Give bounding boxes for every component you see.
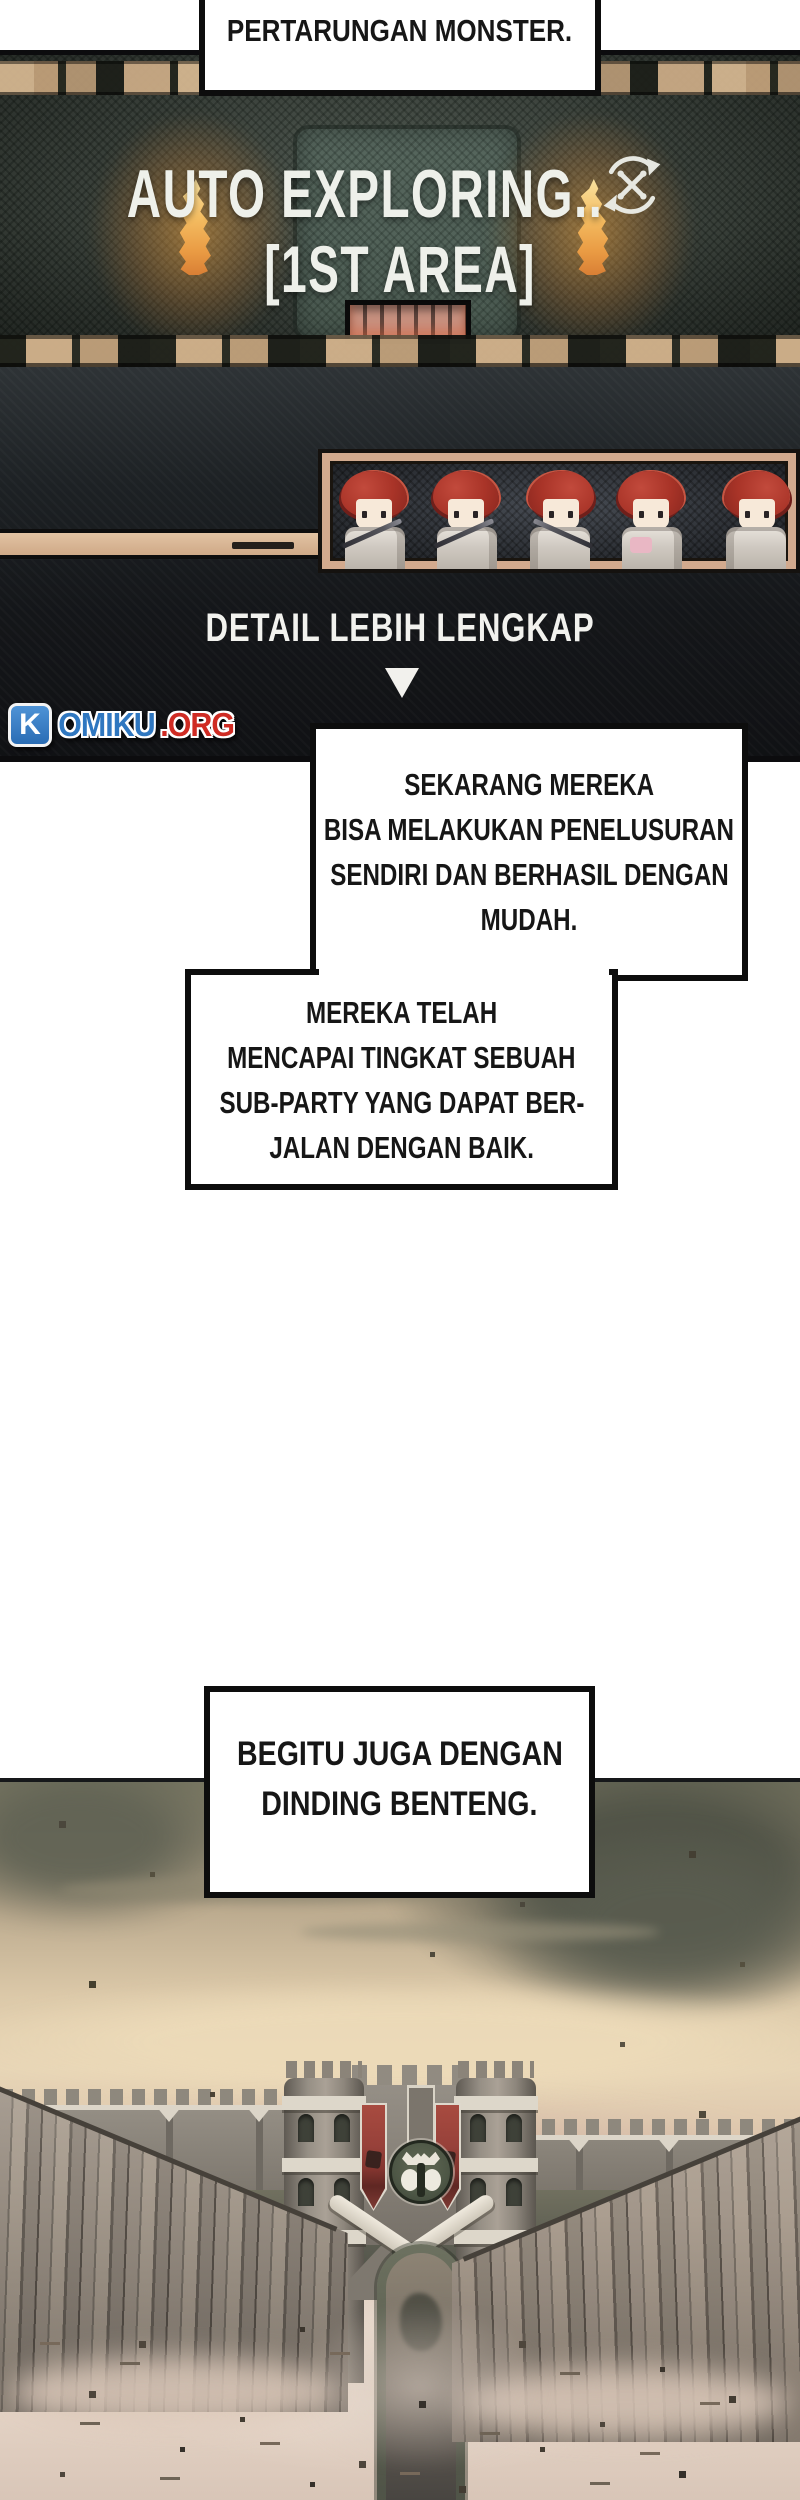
speech-text-line: JALAN DENGAN BAIK. [269, 1129, 534, 1165]
ground-scratches [0, 1782, 20, 1785]
party-member-sprite-4 [615, 471, 689, 569]
komiku-logo-name: OMIKU [58, 706, 156, 743]
tower-window [334, 2114, 350, 2142]
party-bar-slot [232, 542, 294, 549]
party-member-sprite-1 [338, 471, 412, 569]
emblem-center-bar [417, 2163, 425, 2197]
party-status-bar [0, 529, 322, 559]
sprite-face [739, 499, 775, 529]
tower-window [298, 2178, 314, 2206]
game-status-area: [1ST AREA] [264, 232, 536, 306]
komiku-logo-tld: .ORG [160, 706, 235, 743]
speech-bubble-monster: PERTARUNGAN MONSTER. [199, 0, 601, 96]
speech-bubble-wall: BEGITU JUGA DENGAN DINDING BENTENG. [204, 1686, 595, 1898]
speech-text-line: DINDING BENTENG. [261, 1785, 538, 1823]
tower-band [454, 2158, 538, 2172]
speech-bubble-subparty: MEREKA TELAH MENCAPAI TINGKAT SEBUAH SUB… [185, 969, 618, 1190]
gate-fog [290, 2302, 550, 2472]
emblem-eye [423, 2169, 441, 2191]
dust-haze-left [10, 2357, 340, 2427]
bubble-merge-patch [319, 964, 609, 988]
tower-band [454, 2096, 538, 2110]
tower-window [506, 2178, 522, 2206]
speech-text-line: MENCAPAI TINGKAT SEBUAH [227, 1039, 576, 1075]
party-member-sprite-5 [719, 471, 793, 569]
party-member-sprite-2 [430, 471, 504, 569]
auto-battle-icon [603, 156, 661, 214]
speech-bubble-search: SEKARANG MEREKA BISA MELAKUKAN PENELUSUR… [310, 723, 748, 981]
tower-window [470, 2114, 486, 2142]
tower-band [282, 2096, 366, 2110]
party-member-sprite-3 [523, 471, 597, 569]
komiku-watermark-logo: K OMIKU .ORG [8, 701, 237, 749]
cloud-streak [300, 1922, 660, 1942]
speech-text-line: SENDIRI DAN BERHASIL DENGAN [329, 857, 729, 892]
speech-text: PERTARUNGAN MONSTER. [227, 13, 573, 48]
sprite-body [726, 527, 786, 569]
game-status-title: AUTO EXPLORING.. [126, 156, 604, 232]
speech-text-line: MUDAH. [480, 902, 578, 937]
party-roster-panel [318, 449, 800, 573]
caption-detail: DETAIL LEBIH LENGKAP [205, 606, 595, 650]
wall-support-post [246, 2106, 272, 2230]
tower-band [282, 2158, 366, 2172]
sprite-body [622, 527, 682, 569]
pixel-ledge-mid [0, 335, 800, 367]
red-banner-left [360, 2103, 387, 2211]
panel-fortress-gate [0, 1778, 800, 2500]
speech-text-line: BEGITU JUGA DENGAN [236, 1735, 563, 1773]
panel-game-interior: AUTO EXPLORING.. [1ST AREA] [0, 50, 800, 762]
sprite-face [633, 499, 669, 529]
speech-text-line: MEREKA TELAH [305, 994, 498, 1030]
gate-center-pillar [407, 2085, 435, 2149]
emblem-eye [401, 2169, 419, 2191]
speech-text-line: SEKARANG MEREKA [404, 767, 654, 802]
komiku-logo-k-tile: K [8, 703, 52, 747]
tower-window [298, 2114, 314, 2142]
speech-text-line: SUB-PARTY YANG DAPAT BER- [219, 1084, 584, 1120]
tower-window [506, 2114, 522, 2142]
speech-text-line: BISA MELAKUKAN PENELUSURAN [323, 812, 735, 847]
gate-crest-emblem [389, 2140, 453, 2204]
down-triangle-pointer [385, 668, 419, 698]
